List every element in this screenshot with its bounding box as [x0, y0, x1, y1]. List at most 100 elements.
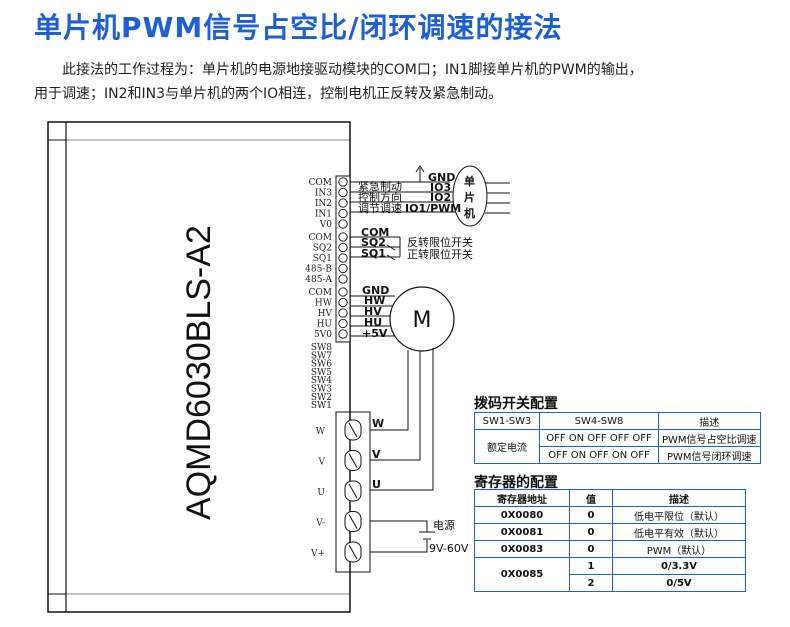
pin-socket [338, 187, 348, 198]
terminal-screw-slot [348, 422, 358, 438]
table-row: 0X0080 0 低电平限位（默认） [474, 506, 746, 524]
power-label: 电源 [433, 518, 455, 532]
mcu-gnd-label: GND [428, 171, 455, 184]
pin-label: HV [318, 309, 333, 319]
mcu-io1-label: IO1/PWM [405, 202, 461, 215]
hw-label: HW [364, 294, 385, 307]
power-terminal-label: V [318, 458, 326, 468]
switch-label: SW1 [311, 401, 332, 411]
pin-socket [338, 198, 348, 208]
pin-label: 5V0 [314, 330, 332, 340]
description-line-2: 用于调速；IN2和IN3与单片机的两个IO相连，控制电机正反转及紧急制动。 [34, 86, 503, 102]
pin-label: 485-A [305, 275, 332, 285]
reg-val: 0 [569, 523, 613, 541]
table-row: 0X0083 0 PWM（默认） [474, 540, 746, 558]
mcu-wiring [350, 165, 510, 214]
sq1-label: SQ1 [361, 247, 386, 260]
phase-w-label: W [372, 417, 384, 430]
reg-desc: 0/3.3V [612, 557, 746, 575]
pin-socket [338, 329, 348, 339]
pin-socket [338, 219, 348, 229]
pin-label: COM [309, 288, 332, 298]
dip-row-1-desc: PWM信号占空比调速 [658, 429, 761, 447]
forward-limit-label: 正转限位开关 [407, 247, 473, 261]
reg-desc: 0/5V [612, 574, 746, 592]
reg-val: 0 [569, 506, 613, 524]
mcu-char-1: 单 [464, 174, 475, 188]
reg-header-2: 值 [569, 489, 613, 507]
power-range-label: 9V-60V [429, 542, 469, 555]
mcu-io2-label: IO2 [430, 191, 451, 204]
pin-label: IN2 [315, 199, 332, 209]
power-terminal-label: U [317, 488, 325, 498]
switch-label: SW6 [311, 360, 332, 370]
pin-socket [338, 318, 348, 329]
reg-addr: 0X0085 [474, 557, 570, 592]
sq2-label: SQ2 [361, 236, 386, 249]
page-title: 单片机PWM信号占空比/闭环调速的接法 [34, 11, 563, 44]
hu-label: HU [364, 316, 382, 329]
pin-socket [338, 297, 348, 308]
driver-body [47, 121, 351, 613]
dip-row-2-switches: OFF ON OFF ON OFF [539, 446, 659, 464]
pin-socket [338, 287, 348, 297]
hv-label: HV [364, 305, 382, 318]
power-terminal-label: V+ [310, 549, 325, 559]
switch-label: SW7 [311, 351, 332, 361]
pin-label: HW [315, 299, 333, 309]
register-table: 寄存器地址 值 描述 0X0080 0 低电平限位（默认） 0X0081 0 低… [474, 489, 746, 592]
dip-header-1: SW1-SW3 [474, 412, 540, 430]
terminal-screw-slot [348, 544, 358, 560]
pin-socket [338, 274, 348, 284]
reg-val: 1 [569, 557, 613, 575]
driver-model: AQMD6030BLS-A2 [180, 225, 218, 520]
switch-label: SW8 [311, 343, 332, 353]
dip-row-2-desc: PWM信号闭环调速 [658, 446, 761, 464]
motor-label: M [413, 308, 432, 333]
pin-label: IN1 [315, 210, 332, 220]
pin-label: SQ2 [313, 244, 332, 254]
direction-label: 控制方向 [358, 190, 402, 204]
dip-table-title: 拨码开关配置 [474, 396, 558, 412]
table-row: 0X0085 1 0/3.3V [474, 557, 746, 592]
reg-desc: PWM（默认） [612, 540, 746, 558]
reg-val: 0 [569, 540, 613, 558]
p5v-label: +5V [362, 327, 388, 340]
limit-wiring [350, 236, 401, 261]
reg-desc: 低电平有效（默认） [612, 523, 746, 541]
pin-label: IN3 [315, 189, 332, 199]
terminal-screw-slot [348, 514, 358, 529]
reg-addr: 0X0080 [474, 506, 570, 524]
mcu-char-3: 机 [464, 206, 475, 220]
reg-header-3: 描述 [612, 489, 746, 507]
signal-connector [335, 175, 351, 343]
pin-label: 485-B [305, 265, 332, 275]
pin-socket [338, 263, 348, 274]
power-wiring [370, 520, 435, 553]
phase-wiring [370, 348, 434, 491]
register-table-title: 寄存器的配置 [474, 475, 558, 491]
emergency-brake-label: 紧急制动 [358, 179, 402, 193]
hall-wiring [350, 295, 396, 337]
phase-u-label: U [372, 478, 381, 491]
hall-gnd-label: GND [362, 284, 389, 297]
dip-row-label: 额定电流 [474, 429, 540, 464]
description: 此接法的工作过程为：单片机的电源地接驱动模块的COM口；IN1脚接单片机的PWM… [34, 58, 764, 106]
pin-label: SQ1 [313, 254, 332, 264]
motor-symbol [389, 286, 455, 352]
pin-label: COM [309, 233, 332, 243]
speed-label: 调节调速 [358, 202, 402, 215]
reg-desc: 低电平限位（默认） [612, 506, 746, 524]
switch-label: SW2 [311, 393, 332, 403]
mcu-block [452, 165, 488, 227]
reg-header-1: 寄存器地址 [474, 489, 570, 507]
reg-addr: 0X0081 [474, 523, 570, 541]
dip-table: SW1-SW3 SW4-SW8 描述 额定电流 OFF ON OFF OFF O… [474, 412, 761, 464]
phase-v-label: V [372, 448, 381, 461]
dip-header-3: 描述 [658, 412, 761, 430]
pin-label: V0 [319, 220, 332, 230]
reverse-limit-label: 反转限位开关 [407, 235, 473, 249]
power-terminal-label: W [316, 427, 326, 437]
pin-socket [338, 232, 348, 242]
